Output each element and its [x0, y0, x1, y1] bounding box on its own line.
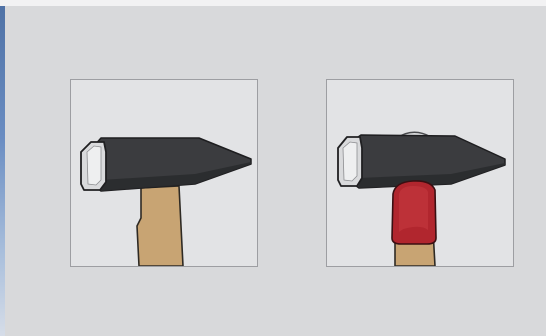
hammer-tile-wooden-handle[interactable] [70, 79, 258, 267]
hammer-tile-rubber-grip[interactable] [326, 79, 514, 267]
hammer-rubber-grip-icon [327, 80, 513, 266]
striking-face-highlight [87, 146, 101, 185]
wooden-handle [137, 186, 183, 266]
hammer-wooden-handle-icon [71, 80, 257, 266]
grip-highlight [399, 186, 428, 232]
striking-face-highlight [343, 142, 357, 181]
